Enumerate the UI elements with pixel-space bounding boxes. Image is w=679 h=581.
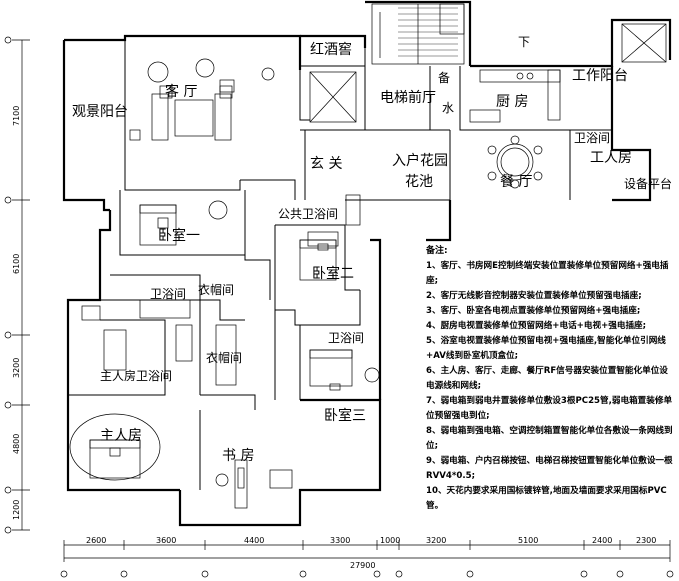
label-master-bathroom: 主人房卫浴间 bbox=[100, 368, 172, 383]
note-item: 5、浴室电视置装修单位预留电视+强电插座,智能化单位引网线+AV线到卧室机顶盒位… bbox=[426, 336, 666, 361]
dim-bottom-4: 3300 bbox=[330, 536, 350, 545]
notes-title: 备注: bbox=[426, 246, 448, 256]
label-viewing-balcony: 观景阳台 bbox=[72, 104, 128, 120]
bedroom-3-furniture bbox=[309, 349, 380, 391]
room-labels: 红酒窖 客 厅 观景阳台 电梯前厅 玄 关 入户花园 花池 备 水 厨 房 工作… bbox=[72, 35, 672, 464]
label-servant-toilet: 卫浴间 bbox=[574, 131, 610, 145]
label-bedroom-3: 卧室三 bbox=[324, 407, 366, 424]
note-item: 7、弱电箱到弱电井置装修单位敷设3根PC25管,弱电箱置装修单位预留强电到位; bbox=[426, 396, 673, 421]
axis-markers bbox=[4, 36, 674, 578]
dim-bottom-9: 2300 bbox=[636, 536, 656, 545]
elevators bbox=[309, 3, 667, 123]
label-closet-left: 衣帽间 bbox=[198, 282, 234, 297]
exterior-walls bbox=[62, 0, 672, 527]
interior-walls bbox=[68, 40, 612, 490]
label-pantry: 备 bbox=[438, 71, 450, 85]
label-water: 水 bbox=[442, 101, 454, 115]
bedroom-1-furniture bbox=[139, 200, 228, 246]
label-elevator-hall: 电梯前厅 bbox=[380, 89, 436, 106]
label-master-bedroom: 主人房 bbox=[100, 428, 142, 444]
master-bedroom-furniture bbox=[69, 413, 161, 481]
label-servant-room: 工人房 bbox=[590, 150, 632, 166]
dim-bottom-6: 3200 bbox=[426, 536, 446, 545]
dim-bottom-7: 5100 bbox=[518, 536, 538, 545]
left-dimensions bbox=[12, 39, 30, 531]
note-item: 4、厨房电视置装修单位预留网络+电话+电视+强电插座; bbox=[426, 321, 647, 331]
dim-left-1: 7100 bbox=[12, 106, 21, 126]
dim-bottom-3: 4400 bbox=[244, 536, 264, 545]
label-bathroom-mid: 卫浴间 bbox=[328, 331, 364, 345]
label-kitchen: 厨 房 bbox=[496, 94, 528, 110]
label-flower-bed: 花池 bbox=[405, 174, 433, 190]
dim-bottom-5: 1000 bbox=[380, 536, 400, 545]
label-study: 书 房 bbox=[222, 448, 254, 464]
label-public-bathroom: 公共卫浴间 bbox=[278, 207, 338, 221]
left-dimension-labels: 7100 6100 3200 4800 1200 bbox=[12, 106, 21, 520]
bathroom-fixtures bbox=[81, 194, 361, 386]
note-item: 8、弱电箱到强电箱、空调控制箱置智能化单位各敷设一条网线到位; bbox=[426, 426, 673, 451]
label-stair-down: 下 bbox=[518, 35, 530, 49]
dim-bottom-2: 3600 bbox=[156, 536, 176, 545]
bottom-dimensions bbox=[63, 540, 671, 562]
bedroom-2-furniture bbox=[299, 239, 337, 281]
dim-bottom-total: 27900 bbox=[350, 561, 375, 570]
dim-left-5: 1200 bbox=[12, 500, 21, 520]
living-room-furniture bbox=[129, 58, 275, 141]
label-bathroom-left: 卫浴间 bbox=[150, 287, 186, 301]
label-foyer: 玄 关 bbox=[310, 155, 342, 172]
dim-bottom-1: 2600 bbox=[86, 536, 106, 545]
bottom-dimension-labels: 2600 3600 4400 3300 1000 3200 5100 2400 … bbox=[86, 536, 656, 570]
label-closet-mid: 衣帽间 bbox=[206, 350, 242, 365]
label-work-balcony: 工作阳台 bbox=[572, 68, 628, 84]
label-bedroom-2: 卧室二 bbox=[312, 265, 354, 282]
note-item: 6、主人房、客厅、走廊、餐厅RF信号器安装位置智能化单位设电源线和网线; bbox=[426, 366, 668, 391]
note-item: 10、天花内要求采用国标镀锌管,地面及墙面要求采用国标PVC管。 bbox=[426, 486, 667, 511]
label-living-room: 客 厅 bbox=[165, 83, 197, 100]
dim-bottom-8: 2400 bbox=[592, 536, 612, 545]
dim-left-3: 3200 bbox=[12, 358, 21, 378]
label-equipment-platform: 设备平台 bbox=[624, 176, 672, 191]
label-bedroom-1: 卧室一 bbox=[158, 227, 200, 244]
label-dining: 餐 厅 bbox=[500, 174, 532, 190]
note-item: 2、客厅无线影音控制器安装位置装修单位预留强电插座; bbox=[426, 291, 642, 301]
note-item: 9、弱电箱、户内召梯按钮、电梯召梯按钮置智能化单位敷设一根RVV4*0.5; bbox=[426, 456, 673, 481]
label-entrance-garden: 入户花园 bbox=[392, 152, 448, 169]
notes-panel: 备注: 1、客厅、书房网E控制终端安装位置装修单位预留网络+强电插座; 2、客厅… bbox=[426, 244, 674, 514]
note-item: 3、客厅、卧室各电视点置装修单位预留网络+强电插座; bbox=[426, 306, 641, 316]
dining-table bbox=[487, 135, 543, 189]
label-wine-cellar: 红酒窖 bbox=[310, 41, 352, 58]
dim-left-4: 4800 bbox=[12, 434, 21, 454]
staircase bbox=[371, 3, 465, 65]
dim-left-2: 6100 bbox=[12, 254, 21, 274]
note-item: 1、客厅、书房网E控制终端安装位置装修单位预留网络+强电插座; bbox=[426, 261, 669, 286]
study-furniture bbox=[215, 459, 293, 509]
kitchen-counters bbox=[469, 69, 561, 123]
